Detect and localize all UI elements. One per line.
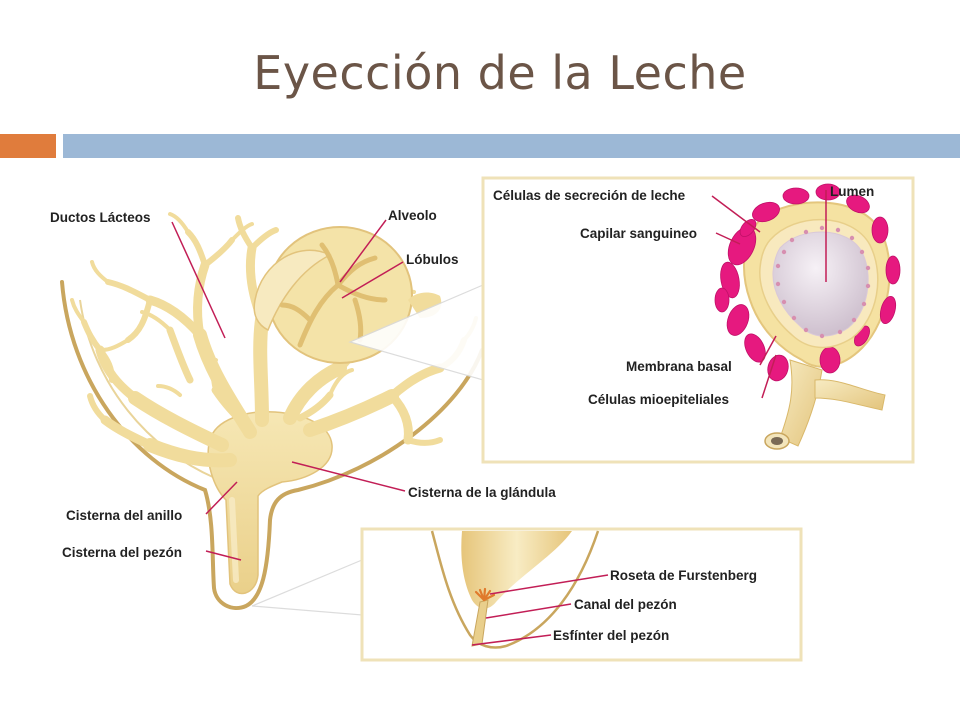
- label-cisterna-pezon: Cisterna del pezón: [62, 545, 182, 560]
- labels: Ductos Lácteos Alveolo Lóbulos Cisterna …: [50, 184, 874, 643]
- label-celulas-secrecion: Células de secreción de leche: [493, 188, 686, 203]
- label-ductos-lacteos: Ductos Lácteos: [50, 210, 151, 225]
- lobule-shape: [253, 226, 442, 364]
- slide-title: Eyección de la Leche: [253, 46, 747, 100]
- label-lumen: Lumen: [830, 184, 874, 199]
- label-celulas-mioepiteliales: Células mioepiteliales: [588, 392, 729, 407]
- accent-bar-blue: [63, 134, 960, 158]
- label-lobulos: Lóbulos: [406, 252, 459, 267]
- label-cisterna-anillo: Cisterna del anillo: [66, 508, 182, 523]
- label-esfinter: Esfínter del pezón: [553, 628, 669, 643]
- accent-bar-orange: [0, 134, 56, 158]
- alveolus-inset: [481, 176, 915, 464]
- teat-inset: [360, 527, 803, 662]
- label-canal-pezon: Canal del pezón: [574, 597, 677, 612]
- label-membrana-basal: Membrana basal: [626, 359, 732, 374]
- label-cisterna-glandula: Cisterna de la glándula: [408, 485, 556, 500]
- label-roseta: Roseta de Furstenberg: [610, 568, 757, 583]
- label-alveolo: Alveolo: [388, 208, 437, 223]
- leader-lines: [171, 190, 827, 646]
- label-capilar: Capilar sanguineo: [580, 226, 697, 241]
- gland-cistern-shape: [207, 411, 333, 595]
